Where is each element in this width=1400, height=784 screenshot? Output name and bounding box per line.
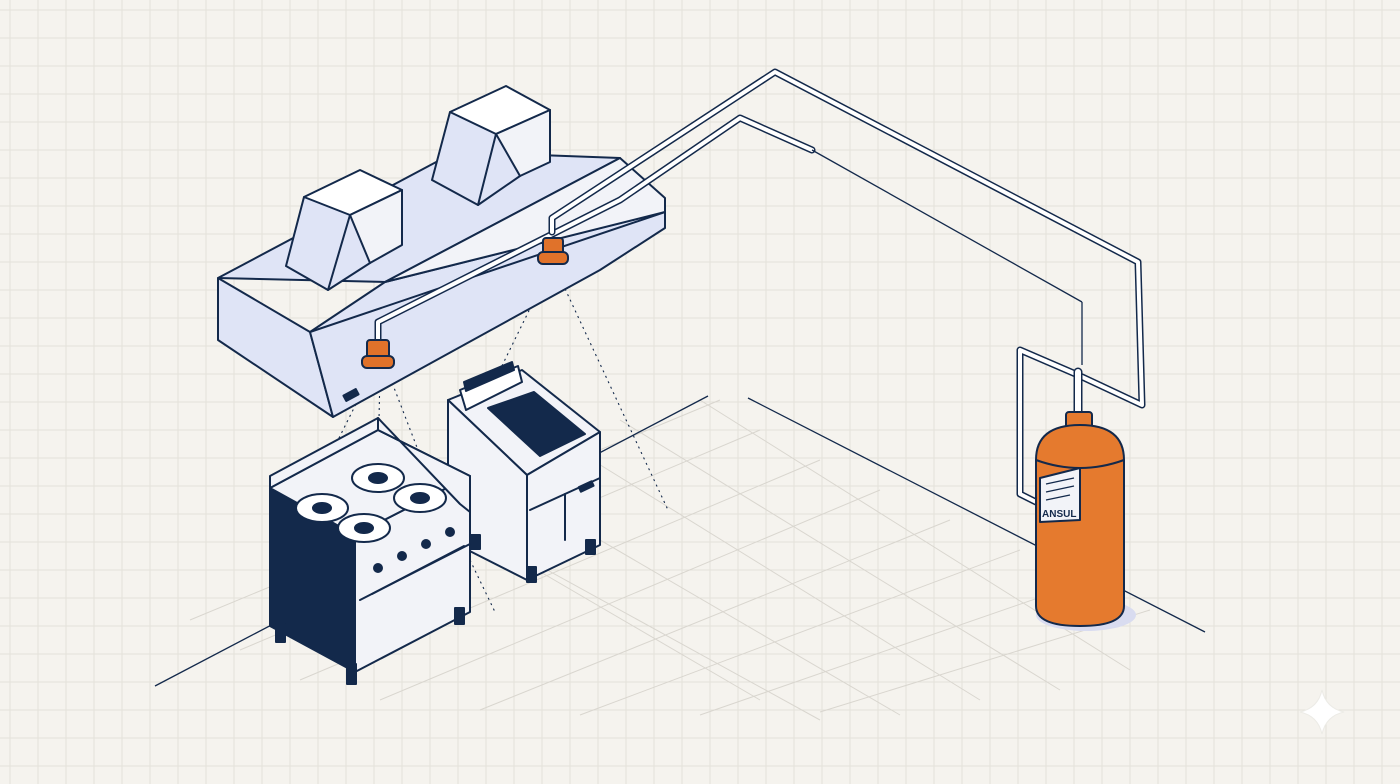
exhaust-duct <box>285 169 403 291</box>
cylinder-label: ANSUL <box>1039 467 1081 523</box>
sparkle-icon <box>1299 689 1345 735</box>
exhaust-duct <box>431 85 551 206</box>
agent-piping <box>374 68 1146 506</box>
nozzle <box>361 339 395 369</box>
burner-grate <box>295 463 447 543</box>
gas-range <box>269 417 471 685</box>
brand-label: ANSUL <box>1042 509 1076 520</box>
exhaust-hood <box>217 85 666 418</box>
nozzle <box>537 237 569 265</box>
suppression-cylinder: ANSUL <box>1035 411 1136 631</box>
